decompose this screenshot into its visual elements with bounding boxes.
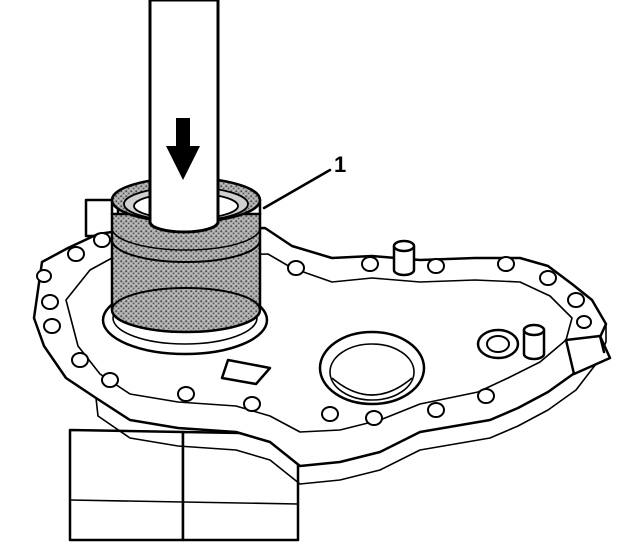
callout-label: 1 bbox=[334, 152, 346, 177]
seal-installer-tool bbox=[148, 0, 220, 234]
down-arrow-icon bbox=[166, 118, 200, 180]
output-bore bbox=[318, 330, 426, 406]
callout-1: 1 bbox=[262, 152, 346, 210]
small-boss bbox=[476, 328, 520, 360]
bolt-holes bbox=[36, 232, 592, 426]
dowel-pins bbox=[392, 239, 546, 361]
